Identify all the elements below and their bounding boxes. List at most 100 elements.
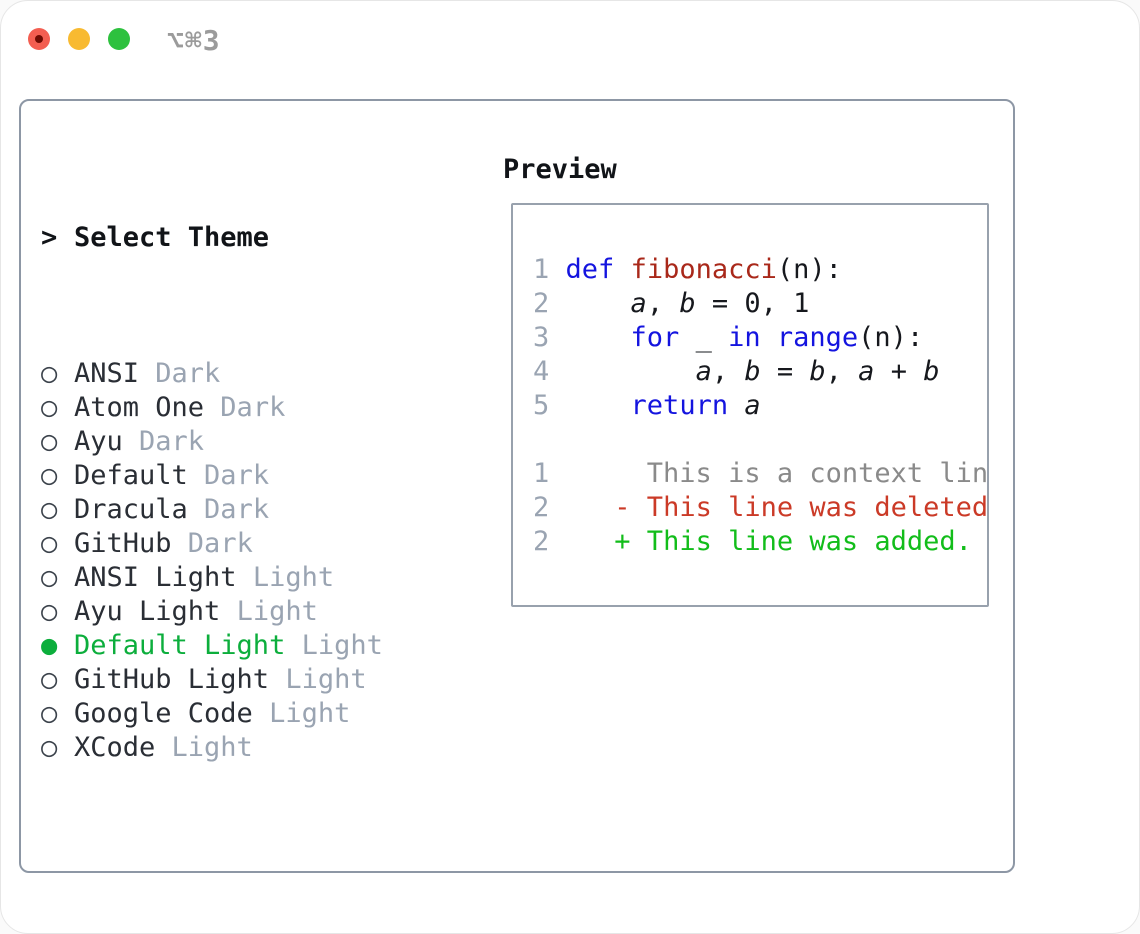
theme-name: XCode xyxy=(74,732,156,763)
spacer xyxy=(41,867,496,901)
theme-name: GitHub xyxy=(74,528,172,559)
focus-caret-icon: > xyxy=(41,222,58,253)
theme-variant: Light xyxy=(269,664,367,695)
theme-option[interactable]: ○GitHub Dark xyxy=(41,527,496,561)
code-line: 1 def fibonacci(n): xyxy=(533,253,987,287)
code-line: 4 a, b = b, a + b xyxy=(533,355,987,389)
theme-option[interactable]: ○ Ayu Dark xyxy=(41,425,496,459)
preview-title: Preview xyxy=(503,154,617,185)
code-token: = xyxy=(760,356,810,387)
theme-option[interactable]: ○ XCode Light xyxy=(41,731,496,765)
code-token: range xyxy=(776,322,859,353)
theme-option[interactable]: ○ Atom One Dark xyxy=(41,391,496,425)
theme-option[interactable]: ○Dracula Dark xyxy=(41,493,496,527)
code-token xyxy=(761,322,777,353)
theme-option[interactable]: ○Google Code Light xyxy=(41,697,496,731)
code-token: , xyxy=(711,356,745,387)
code-token: b xyxy=(809,356,826,387)
code-token: , xyxy=(646,288,680,319)
theme-variant: Dark xyxy=(122,426,205,457)
radio-icon: ● xyxy=(41,630,58,661)
radio-icon: ○ xyxy=(41,494,58,525)
theme-option[interactable]: ○ Ayu Light Light xyxy=(41,595,496,629)
diff-line: 1 This is a context line. xyxy=(533,457,989,491)
radio-icon: ○ xyxy=(41,664,58,695)
theme-option[interactable]: ○ANSI Light Light xyxy=(41,561,496,595)
theme-option[interactable]: ○ANSI Dark xyxy=(41,357,496,391)
code-token: def xyxy=(565,254,615,285)
diff-line: 2 + This line was added. xyxy=(533,525,987,559)
code-token: a xyxy=(858,356,875,387)
code-token xyxy=(614,254,630,285)
theme-variant: Light xyxy=(155,732,253,763)
theme-variant: Light xyxy=(252,698,351,729)
line-number: 4 xyxy=(533,356,566,387)
theme-name: Default xyxy=(74,460,188,491)
code-token: = 0, 1 xyxy=(695,288,810,319)
radio-icon: ○ xyxy=(41,562,58,593)
zoom-button-icon[interactable] xyxy=(108,28,130,50)
line-number: 1 xyxy=(533,254,566,285)
code-token xyxy=(566,492,615,523)
radio-icon: ○ xyxy=(41,596,58,627)
code-token: - This line was deleted. xyxy=(614,492,989,523)
code-token: return xyxy=(630,390,729,421)
code-token: This is a context line. xyxy=(565,458,989,489)
line-number: 5 xyxy=(533,390,566,421)
code-token: fibonacci xyxy=(630,254,777,285)
theme-name: ANSI Light xyxy=(74,562,237,593)
code-token xyxy=(566,390,631,421)
radio-icon: ○ xyxy=(41,528,58,559)
keyboard-shortcut-label: ⌥⌘3 xyxy=(167,24,221,57)
theme-option[interactable]: ○Default Dark xyxy=(41,459,496,493)
code-token: for xyxy=(630,322,680,353)
theme-name: Default Light xyxy=(74,630,286,661)
code-token: b xyxy=(923,356,940,387)
theme-selector-panel: >Select Theme ○ANSI Dark○Atom One Dark○A… xyxy=(19,99,1015,873)
radio-icon: ○ xyxy=(41,426,58,457)
code-token: , xyxy=(825,356,859,387)
code-token xyxy=(566,356,696,387)
select-theme-header: >Select Theme xyxy=(41,221,496,255)
line-number: 3 xyxy=(533,322,566,353)
code-token: _ xyxy=(679,322,729,353)
code-token: (n): xyxy=(858,322,924,353)
code-token: in xyxy=(728,322,761,353)
theme-variant: Dark xyxy=(204,392,286,423)
code-token xyxy=(566,288,631,319)
close-button-icon[interactable] xyxy=(28,28,50,50)
theme-name: Atom One xyxy=(74,392,205,423)
code-line: 2 a, b = 0, 1 xyxy=(533,287,987,321)
radio-icon: ○ xyxy=(41,392,58,423)
spacer xyxy=(533,423,987,457)
theme-options-list: ○ANSI Dark○Atom One Dark○Ayu Dark○Defaul… xyxy=(41,357,496,765)
radio-icon: ○ xyxy=(41,732,58,763)
code-line: 5 return a xyxy=(533,389,987,423)
titlebar: ⌥⌘3 xyxy=(1,1,1139,99)
line-number: 2 xyxy=(533,526,566,557)
left-column: >Select Theme ○ANSI Dark○Atom One Dark○A… xyxy=(41,153,496,933)
radio-icon: ○ xyxy=(41,698,58,729)
line-number: 1 xyxy=(533,458,566,489)
code-token xyxy=(728,390,744,421)
radio-icon: ○ xyxy=(41,358,58,389)
theme-option[interactable]: ● Default Light Light xyxy=(41,629,496,663)
line-number: 2 xyxy=(533,492,566,523)
theme-name: Dracula xyxy=(74,494,188,525)
theme-variant: Light xyxy=(220,596,318,627)
theme-name: Ayu xyxy=(74,426,123,457)
theme-variant: Light xyxy=(285,630,383,661)
code-token xyxy=(566,322,631,353)
minimize-button-icon[interactable] xyxy=(68,28,90,50)
code-token xyxy=(566,526,615,557)
code-token: + xyxy=(874,356,924,387)
theme-name: Ayu Light xyxy=(74,596,221,627)
theme-option[interactable]: ○GitHub Light Light xyxy=(41,663,496,697)
code-token: a xyxy=(744,390,761,421)
line-number: 2 xyxy=(533,288,566,319)
theme-variant: Dark xyxy=(187,460,270,491)
code-token: (n): xyxy=(776,254,842,285)
diff-line: 2 - This line was deleted. xyxy=(533,491,989,525)
